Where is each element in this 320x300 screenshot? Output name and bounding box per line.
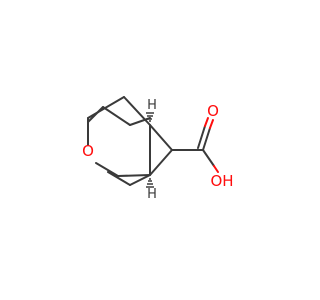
- carboxyl-bonds: [197, 117, 219, 173]
- stereo-hash-bottom: [146, 178, 154, 188]
- bond-cp-bottom: [149, 149, 173, 176]
- ring: [87, 96, 151, 177]
- co-double-1: [202, 127, 211, 151]
- c-oh-single-red: [213, 165, 219, 173]
- bond-c-c-top-left: [102, 106, 131, 126]
- bond-c-c-upper: [129, 117, 151, 126]
- bond-cp-top: [149, 124, 173, 151]
- bond-ch2-o: [107, 171, 131, 186]
- molecule-structure: O O OH H H: [82, 96, 234, 202]
- bond-hex-1: [87, 96, 125, 119]
- co-double-2: [197, 125, 206, 149]
- co-double-2-red: [204, 117, 209, 127]
- carbonyl-oxygen-label: O: [207, 102, 219, 120]
- c-oh-single: [202, 149, 215, 167]
- stereo-h-top-label: H: [147, 98, 157, 113]
- ring-bond-4: [117, 174, 151, 177]
- hydroxyl-label: OH: [210, 172, 233, 190]
- ring-oxygen-label: O: [82, 142, 94, 160]
- stereo-h-bottom-label: H: [147, 187, 157, 202]
- bonds: [87, 96, 204, 186]
- ring-bond-3: [95, 162, 119, 177]
- co-double-1-red: [209, 119, 214, 129]
- ring-bond-1: [123, 96, 151, 126]
- bond-c-c-lower: [129, 174, 151, 186]
- stereo-hash-top: [146, 112, 154, 122]
